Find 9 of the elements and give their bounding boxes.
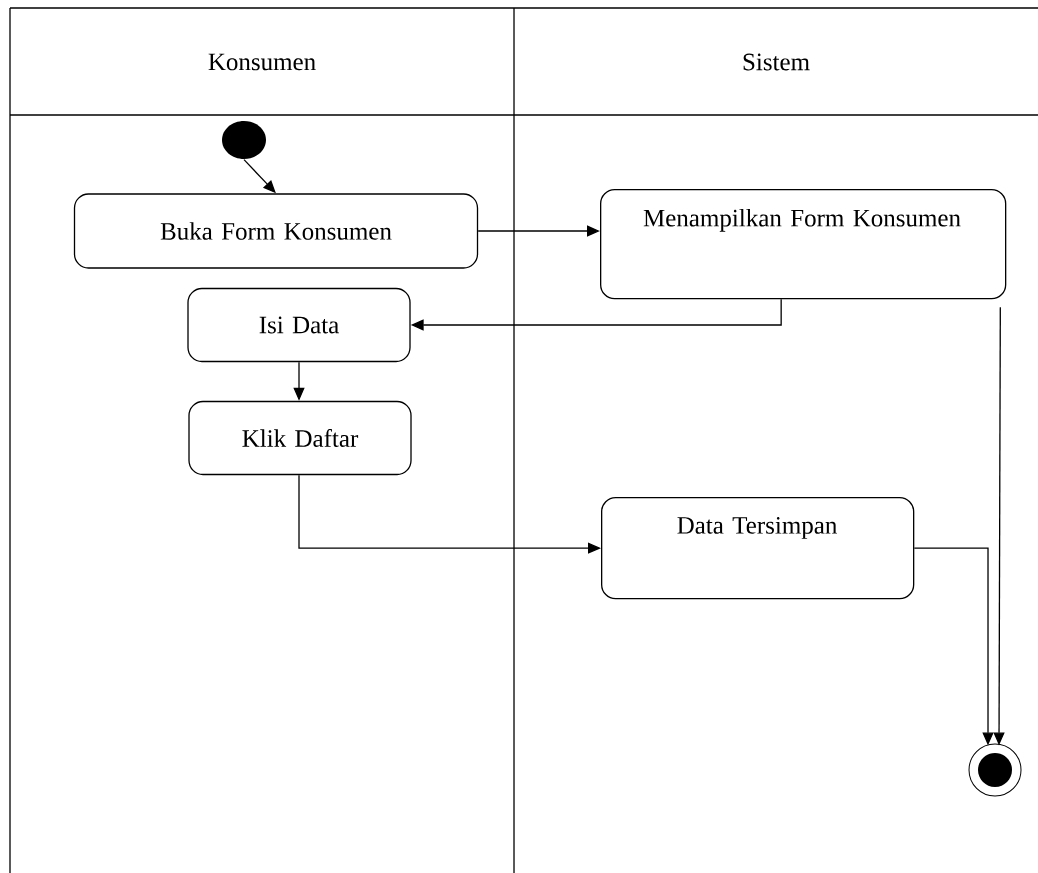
start-dot xyxy=(222,121,266,159)
activity-box: Klik Daftar xyxy=(188,400,412,476)
end-bullseye xyxy=(968,743,1022,797)
activity-box: Buka Form Konsumen xyxy=(73,193,479,269)
lane-header: Konsumen xyxy=(208,53,316,71)
activity-box: Menampilkan Form Konsumen xyxy=(600,189,1007,300)
activity-box: Data Tersimpan xyxy=(601,497,915,600)
lane-header: Sistem xyxy=(743,53,810,71)
activity-box: Isi Data xyxy=(187,287,411,363)
